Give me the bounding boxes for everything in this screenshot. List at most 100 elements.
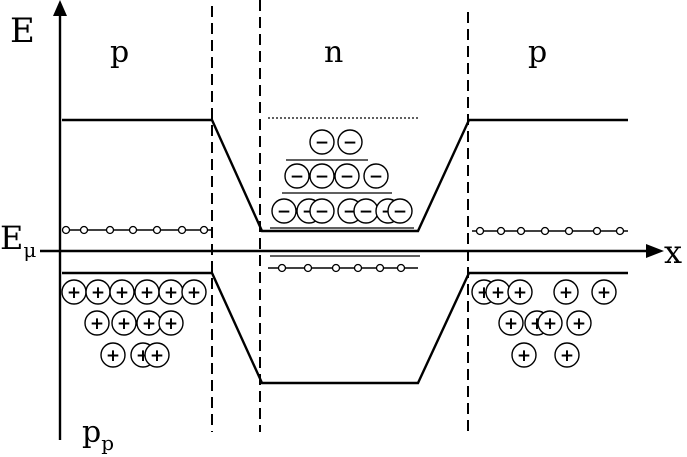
positive-charge-icon: + <box>485 279 511 305</box>
svg-text:+: + <box>91 283 105 303</box>
positive-charge-icon: + <box>591 279 617 305</box>
svg-text:+: + <box>187 283 201 303</box>
negative-charge-icon: − <box>309 163 335 189</box>
negative-charge-icon: − <box>337 129 363 155</box>
positive-charge-icon: + <box>181 279 207 305</box>
small-dot <box>496 226 506 236</box>
dots-left <box>61 225 209 235</box>
positive-charge-icon: + <box>537 310 563 336</box>
small-dot <box>375 263 385 273</box>
svg-text:−: − <box>340 167 354 187</box>
region-left-label: p <box>110 35 129 70</box>
x-axis-label: x <box>664 233 682 271</box>
x-axis-arrow <box>646 244 664 258</box>
electrons-middle: −−−−−−−−−−−−− <box>271 129 413 224</box>
positive-charge-icon: + <box>109 279 135 305</box>
positive-charge-icon: + <box>511 342 537 368</box>
svg-text:+: + <box>115 283 129 303</box>
svg-text:−: − <box>315 167 329 187</box>
small-dot <box>177 225 187 235</box>
svg-text:+: + <box>504 314 518 334</box>
small-dot <box>105 225 115 235</box>
small-dot <box>615 226 625 236</box>
positive-charge-icon: + <box>507 279 533 305</box>
svg-text:−: − <box>343 202 357 222</box>
svg-text:−: − <box>277 202 291 222</box>
svg-text:+: + <box>513 283 527 303</box>
svg-text:−: − <box>315 202 329 222</box>
small-dot <box>79 225 89 235</box>
svg-text:+: + <box>150 346 164 366</box>
svg-text:−: − <box>369 167 383 187</box>
svg-text:+: + <box>67 283 81 303</box>
positive-charge-icon: + <box>134 279 160 305</box>
negative-charge-icon: − <box>353 198 379 224</box>
positive-charge-icon: + <box>85 279 111 305</box>
negative-charge-icon: − <box>271 198 297 224</box>
small-dot <box>61 225 71 235</box>
negative-charge-icon: − <box>309 198 335 224</box>
positive-charge-icon: + <box>498 310 524 336</box>
energy-axis-label: E <box>10 11 35 51</box>
svg-text:+: + <box>90 314 104 334</box>
valence-band-edge <box>62 271 628 385</box>
svg-text:+: + <box>597 283 611 303</box>
small-dot <box>353 263 363 273</box>
svg-text:+: + <box>543 314 557 334</box>
svg-text:+: + <box>164 283 178 303</box>
small-dot <box>564 226 574 236</box>
small-dot <box>199 225 209 235</box>
positive-charge-icon: + <box>554 342 580 368</box>
small-dot <box>277 263 287 273</box>
svg-text:+: + <box>559 283 573 303</box>
svg-text:−: − <box>290 167 304 187</box>
negative-charge-icon: − <box>387 198 413 224</box>
energy-axis-arrow <box>53 0 67 16</box>
small-dot <box>152 225 162 235</box>
bottom-label: pp <box>82 415 114 455</box>
svg-text:−: − <box>315 133 329 153</box>
svg-text:+: + <box>140 283 154 303</box>
fermi-level-label: Eμ <box>0 219 36 262</box>
small-dot <box>128 225 138 235</box>
holes-left: +++++++++++++ <box>61 279 207 368</box>
small-dot <box>516 226 526 236</box>
negative-charge-icon: − <box>284 163 310 189</box>
positive-charge-icon: + <box>566 310 592 336</box>
holes-right: +++++++++++ <box>471 279 617 368</box>
small-dot <box>303 263 313 273</box>
svg-text:+: + <box>106 346 120 366</box>
svg-text:−: − <box>359 202 373 222</box>
positive-charge-icon: + <box>144 342 170 368</box>
small-dot <box>396 263 406 273</box>
small-dot <box>475 226 485 236</box>
small-dot <box>540 226 550 236</box>
positive-charge-icon: + <box>100 342 126 368</box>
small-dot <box>592 226 602 236</box>
dots-middle <box>277 263 406 273</box>
negative-charge-icon: − <box>334 163 360 189</box>
svg-text:+: + <box>142 314 156 334</box>
region-right-label: p <box>528 35 547 70</box>
positive-charge-icon: + <box>111 310 137 336</box>
negative-charge-icon: − <box>363 163 389 189</box>
region-middle-label: n <box>324 35 343 70</box>
positive-charge-icon: + <box>136 310 162 336</box>
positive-charge-icon: + <box>84 310 110 336</box>
conduction-band-edge <box>62 118 628 233</box>
positive-charge-icon: + <box>61 279 87 305</box>
small-dot <box>331 263 341 273</box>
small-dot-layer <box>61 225 625 273</box>
svg-text:+: + <box>517 346 531 366</box>
svg-text:+: + <box>164 314 178 334</box>
svg-text:+: + <box>491 283 505 303</box>
svg-text:−: − <box>343 133 357 153</box>
negative-charge-icon: − <box>309 129 335 155</box>
svg-text:−: − <box>393 202 407 222</box>
positive-charge-icon: + <box>158 310 184 336</box>
svg-text:+: + <box>117 314 131 334</box>
dots-right <box>475 226 625 236</box>
svg-text:+: + <box>572 314 586 334</box>
